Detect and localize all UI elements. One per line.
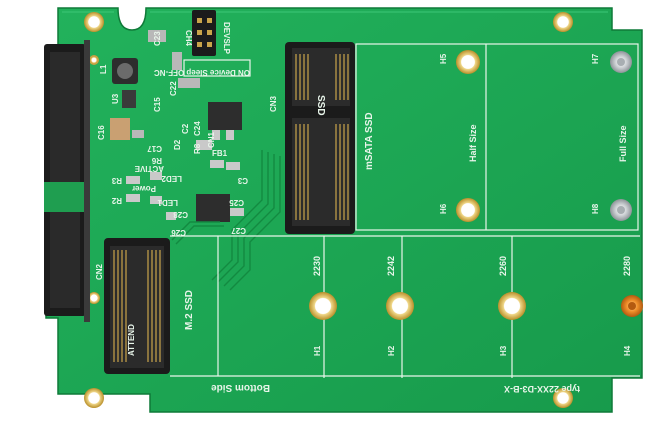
m2-connector: ATTEND: [104, 238, 170, 374]
c25-label: C25: [229, 198, 244, 207]
len-2260-label: 2260: [498, 256, 508, 276]
c17-label: C17: [147, 144, 162, 153]
h3-label: H3: [499, 345, 508, 356]
c27-label: C27: [231, 226, 246, 235]
h4-label: H4: [623, 345, 632, 356]
ch4-label: CH4: [184, 30, 193, 47]
msata-connector: SSD: [285, 42, 355, 234]
attend-mark: ATTEND: [127, 324, 136, 356]
devslp-jumper: [192, 10, 216, 56]
h7-label: H7: [591, 53, 600, 64]
c28-label: C28: [173, 210, 188, 219]
c15-label: C15: [153, 97, 162, 112]
h6-label: H6: [439, 203, 448, 214]
h8-label: H8: [591, 203, 600, 214]
power-label: Power: [132, 184, 156, 193]
cn3-label: CN3: [269, 95, 278, 112]
full-size-label: Full Size: [618, 125, 628, 162]
c16-label: C16: [97, 125, 106, 140]
devslp-label: DEVSLP: [222, 22, 231, 55]
c23-label: C23: [153, 31, 162, 46]
silkscreen-text: mSATA SSD Half Size Full Size M.2 SSD Bo…: [95, 22, 632, 394]
len-2230-label: 2230: [312, 256, 322, 276]
pcb-traces: [171, 150, 281, 291]
h5-label: H5: [439, 53, 448, 64]
d2-label: D2: [173, 139, 182, 150]
r2-label: R2: [111, 196, 122, 205]
r8-label: R8: [193, 143, 202, 154]
msata-ssd-mark: SSD: [315, 95, 326, 116]
led2-label: LED2: [161, 174, 182, 183]
msata-standoffs: [456, 50, 632, 222]
c2-label: C2: [181, 123, 190, 134]
h2-label: H2: [387, 345, 396, 356]
silkscreen-outlines: [170, 43, 640, 378]
len-2242-label: 2242: [386, 256, 396, 276]
l1-label: L1: [99, 64, 108, 74]
led1-label: LED1: [157, 198, 178, 207]
c3-label: C3: [237, 176, 248, 185]
c24-label: C24: [193, 121, 202, 136]
cn2-label: CN2: [95, 263, 104, 280]
len-2280-label: 2280: [622, 256, 632, 276]
r3-label: R3: [111, 176, 122, 185]
c26-label: C26: [171, 228, 186, 237]
half-size-label: Half Size: [468, 124, 478, 162]
type-code-label: type 22XX-D3-B-X: [504, 384, 580, 394]
m2-label: M.2 SSD: [184, 290, 195, 330]
active-label: ACTIVE: [134, 164, 164, 173]
h1-label: H1: [313, 345, 322, 356]
msata-label: mSATA SSD: [364, 112, 375, 170]
smd-components: [110, 30, 244, 222]
c22-label: C22: [169, 81, 178, 96]
bottom-side-label: Bottom Side: [211, 382, 270, 393]
sata-connector: [44, 40, 98, 322]
device-sleep-label: ON Device Sleep OFF-NC: [154, 68, 250, 77]
fb1-label: FB1: [212, 149, 228, 158]
u3-label: U3: [111, 93, 120, 104]
r6-label: R6: [151, 156, 162, 165]
cn1-label: CN1: [207, 131, 216, 148]
m2-length-holes: [309, 292, 643, 320]
